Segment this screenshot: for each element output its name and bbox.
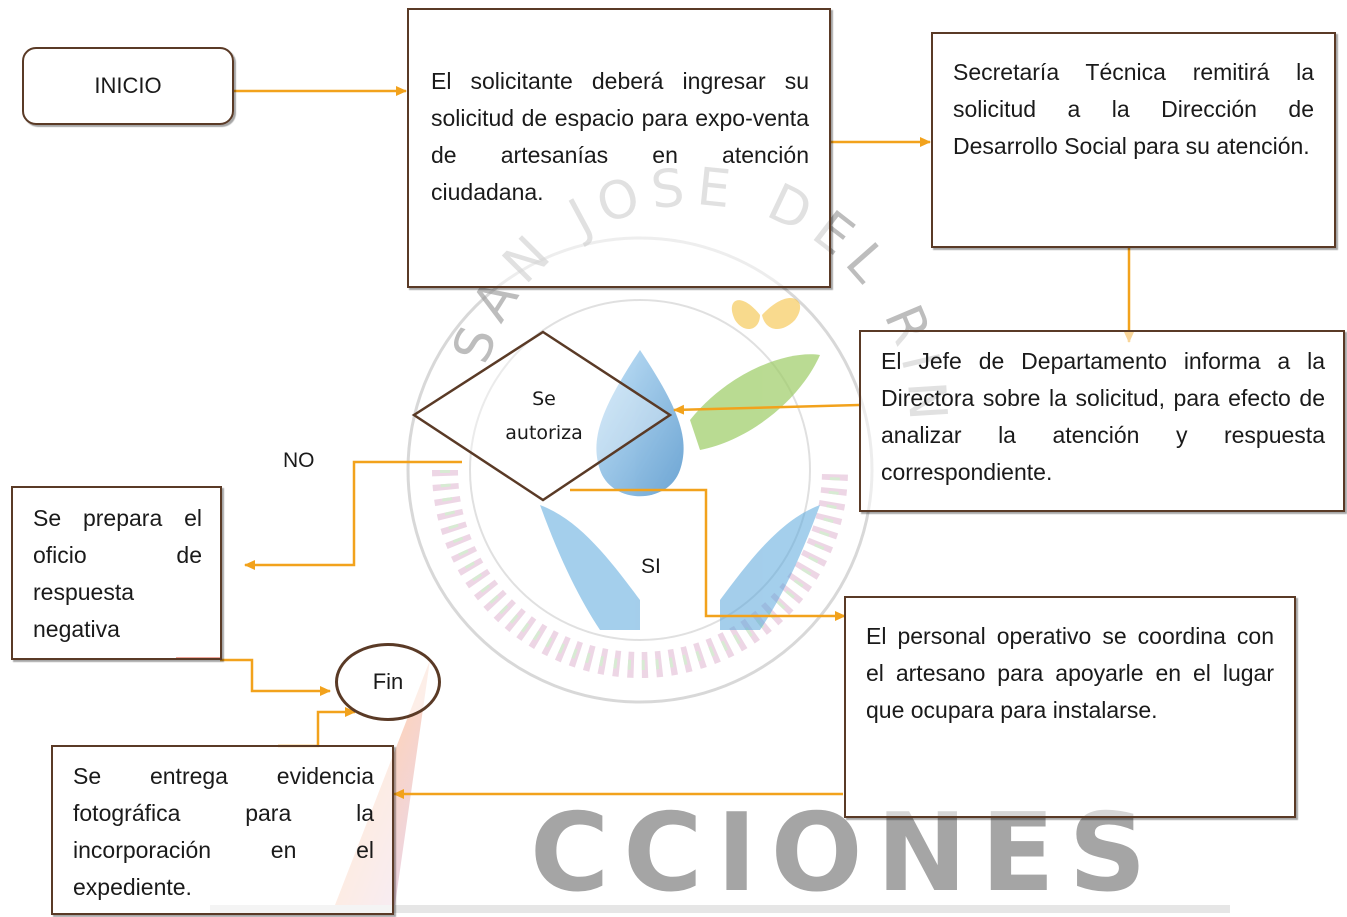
connectors <box>220 86 1134 799</box>
label-si: SI <box>641 555 661 578</box>
step-jefe-text: El Jefe de Departamento informa a la Dir… <box>881 348 1325 485</box>
decision-line-1: Se <box>532 388 556 410</box>
arrow-evidencia-to-end <box>278 707 356 748</box>
step-request-box: El solicitante deberá ingresar su solici… <box>407 8 831 288</box>
arrow-jefe-to-decision <box>673 403 860 415</box>
step-operativo-box: El personal operativo se coordina con el… <box>844 596 1296 818</box>
step-request-text: El solicitante deberá ingresar su solici… <box>431 68 809 205</box>
arrow-decision-si <box>570 488 846 621</box>
step-negative-box: Se prepara el oficio de respuesta negati… <box>11 486 222 660</box>
watermark-hands-icon <box>540 505 820 630</box>
end-node: Fin <box>335 643 441 721</box>
decision-diamond <box>411 330 673 502</box>
step-secretaria-box: Secretaría Técnica remitirá la solicitud… <box>931 32 1336 248</box>
step-evidencia-text: Se entrega evidencia fotográfica para la… <box>73 763 374 900</box>
step-negative-text: Se prepara el oficio de respuesta negati… <box>33 505 202 642</box>
watermark-drop-icon <box>596 350 820 497</box>
arrow-decision-no <box>244 460 462 570</box>
step-operativo-text: El personal operativo se coordina con el… <box>866 623 1274 723</box>
arrow-negative-to-end <box>220 658 331 696</box>
start-node: INICIO <box>22 47 234 125</box>
decision-text: Se autoriza <box>479 382 609 450</box>
decision-line-2: autoriza <box>505 422 583 444</box>
start-label: INICIO <box>94 73 162 98</box>
watermark-butterfly-icon <box>731 298 801 330</box>
step-secretaria-text: Secretaría Técnica remitirá la solicitud… <box>953 59 1314 159</box>
end-label: Fin <box>372 669 404 694</box>
label-no: NO <box>283 449 315 472</box>
watermark-bottom-bar <box>210 905 1230 913</box>
step-evidencia-box: Se entrega evidencia fotográfica para la… <box>51 745 394 915</box>
step-jefe-box: El Jefe de Departamento informa a la Dir… <box>859 330 1345 512</box>
